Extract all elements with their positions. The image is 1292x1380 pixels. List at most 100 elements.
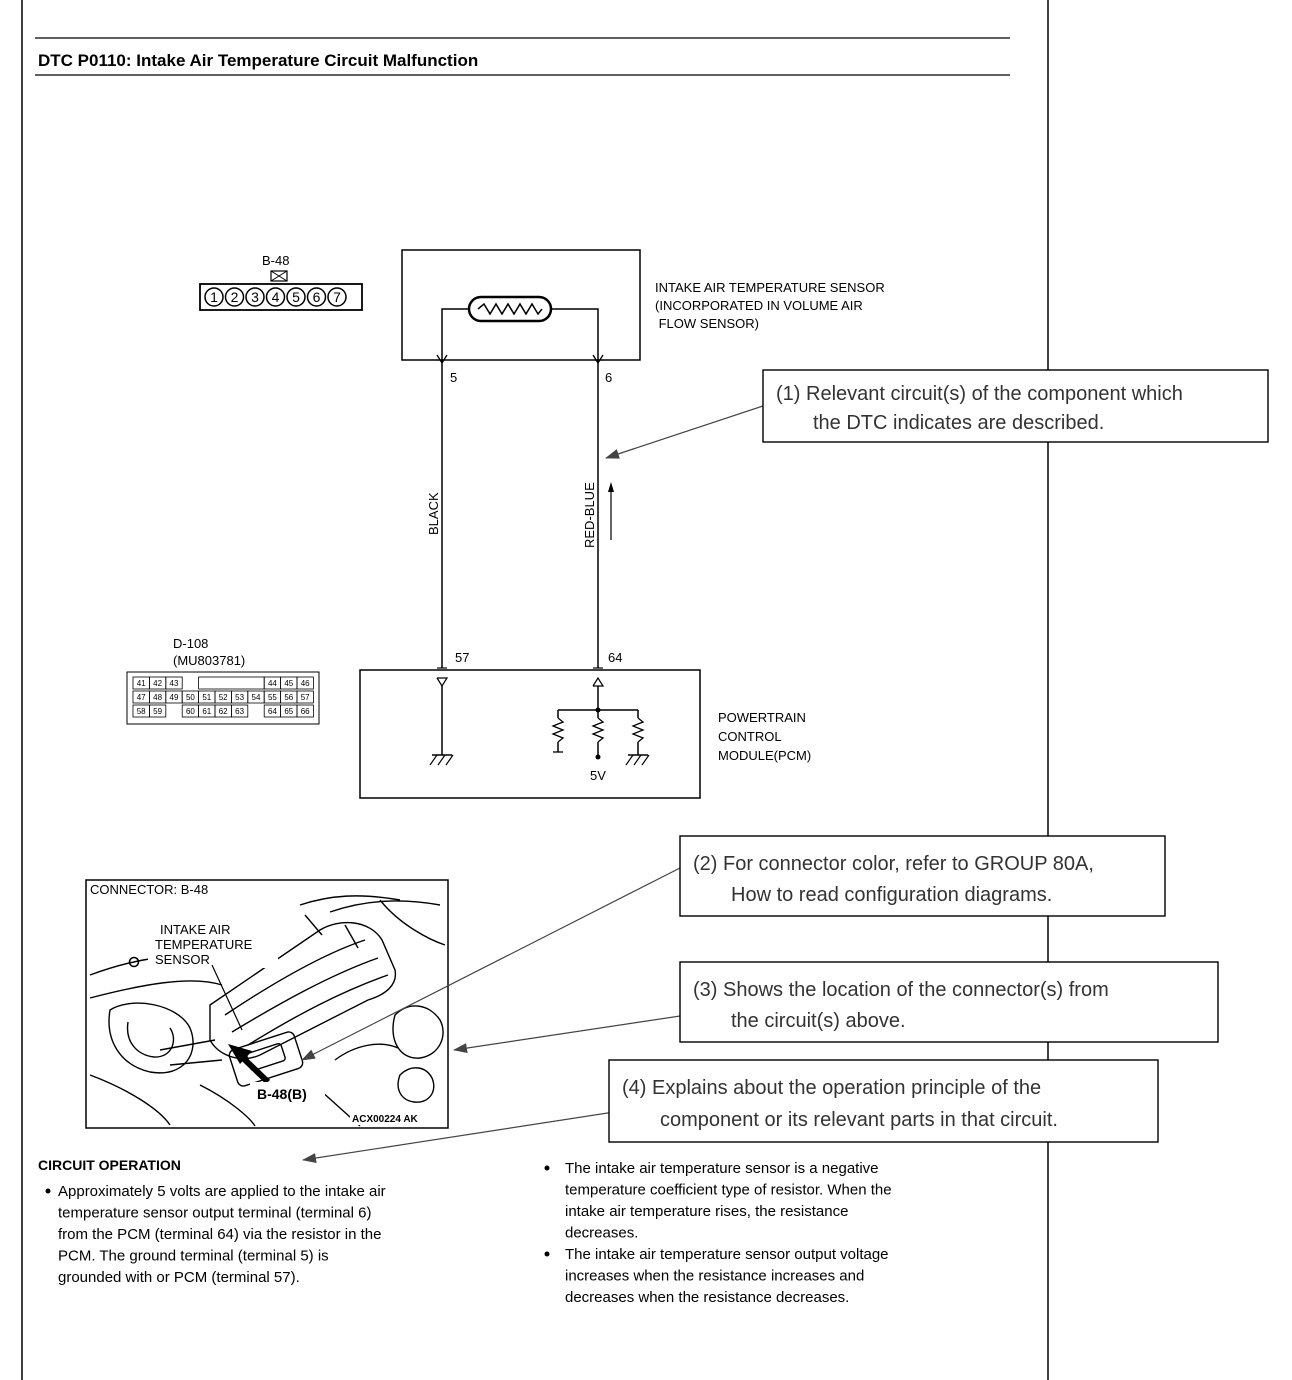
pcm-label-line1: POWERTRAIN bbox=[718, 710, 806, 725]
d108-pin-number: 59 bbox=[153, 707, 162, 716]
b48-pin-number: 4 bbox=[272, 289, 280, 305]
callout-1: (1) Relevant circuit(s) of the component… bbox=[762, 369, 1269, 443]
sensor-label-line1: INTAKE AIR TEMPERATURE SENSOR bbox=[655, 280, 885, 295]
pcm-label-line3: MODULE(PCM) bbox=[718, 748, 811, 763]
d108-pin-number: 55 bbox=[268, 693, 277, 702]
circuit-operation-right-line: The intake air temperature sensor output… bbox=[565, 1246, 889, 1263]
pcm-pin-57: 57 bbox=[455, 650, 469, 665]
callout-3-line1: (3) Shows the location of the connector(… bbox=[693, 979, 1109, 1001]
callout-3-line2: the circuit(s) above. bbox=[731, 1010, 906, 1032]
d108-pin-number: 54 bbox=[252, 693, 261, 702]
b48-pin-number: 7 bbox=[333, 289, 341, 305]
d108-keyway bbox=[198, 676, 265, 690]
callout-2: (2) For connector color, refer to GROUP … bbox=[679, 835, 1166, 917]
supply-node-5v bbox=[595, 754, 601, 760]
circuit-operation-right-line: The intake air temperature sensor is a n… bbox=[565, 1160, 879, 1177]
circuit-operation-left: Approximately 5 volts are applied to the… bbox=[58, 1183, 386, 1286]
d108-pin-cell bbox=[296, 704, 314, 718]
d108-pin-number: 63 bbox=[235, 707, 244, 716]
d108-pin-cell bbox=[230, 704, 249, 718]
d108-pin-number: 50 bbox=[186, 693, 195, 702]
d108-pin-number: 42 bbox=[153, 679, 162, 688]
pull-resistor-middle bbox=[591, 717, 605, 743]
circuit-operation-heading: CIRCUIT OPERATION bbox=[38, 1157, 181, 1173]
circuit-operation-left-line: PCM. The ground terminal (terminal 5) is bbox=[58, 1248, 329, 1265]
connector-d108-label: D-108 bbox=[173, 636, 208, 651]
b48-pin-number: 6 bbox=[313, 289, 321, 305]
d108-pin-number: 47 bbox=[137, 693, 146, 702]
d108-pin-number: 49 bbox=[170, 693, 179, 702]
d108-pin-cell bbox=[165, 676, 183, 690]
connector-d108-part: (MU803781) bbox=[173, 653, 245, 668]
sensor-pin-5: 5 bbox=[450, 370, 457, 385]
thermistor-zigzag bbox=[477, 302, 543, 316]
d108-pin-number: 66 bbox=[301, 707, 310, 716]
d108-pin-number: 48 bbox=[153, 693, 162, 702]
circuit-operation-right-line: decreases. bbox=[565, 1225, 638, 1242]
sensor-label-line2: (INCORPORATED IN VOLUME AIR bbox=[655, 298, 863, 313]
wire-black-label: BLACK bbox=[426, 492, 441, 535]
callout-4: (4) Explains about the operation princip… bbox=[608, 1059, 1159, 1143]
b48-pin-number: 2 bbox=[231, 289, 239, 305]
callout-2-arrow bbox=[301, 867, 681, 1061]
photo-code: ACX00224 AK bbox=[352, 1114, 419, 1125]
d108-pin-number: 60 bbox=[186, 707, 195, 716]
d108-pin-number: 62 bbox=[219, 707, 228, 716]
b48-pin-number: 5 bbox=[292, 289, 300, 305]
callout-1-box bbox=[762, 369, 1269, 443]
photo-sensor-line2: TEMPERATURE bbox=[155, 937, 253, 952]
circuit-operation-left-line: temperature sensor output terminal (term… bbox=[58, 1205, 371, 1222]
d108-pin-number: 53 bbox=[235, 693, 244, 702]
callout-3-box bbox=[679, 961, 1219, 1043]
connector-d108-frame bbox=[126, 671, 320, 725]
pcm-pin-64: 64 bbox=[608, 650, 622, 665]
circuit-operation-left-line: from the PCM (terminal 64) via the resis… bbox=[58, 1226, 381, 1243]
supply-voltage-label: 5V bbox=[590, 768, 606, 783]
pcm-box bbox=[359, 669, 701, 799]
sensor-pin-5-arrow bbox=[436, 354, 448, 365]
wire-red-blue-label: RED-BLUE bbox=[582, 482, 597, 548]
callout-1-arrow bbox=[605, 405, 764, 459]
circuit-operation-right-line: intake air temperature rises, the resist… bbox=[565, 1203, 848, 1220]
d108-pin-number: 64 bbox=[268, 707, 277, 716]
page-title: DTC P0110: Intake Air Temperature Circui… bbox=[38, 51, 478, 70]
b48-pin-circle bbox=[265, 287, 286, 307]
photo-connector-label: CONNECTOR: B-48 bbox=[90, 882, 208, 897]
b48-pin-circle bbox=[204, 287, 224, 307]
circuit-operation-left-line: Approximately 5 volts are applied to the… bbox=[58, 1183, 386, 1200]
b48-pin-circle bbox=[286, 287, 306, 307]
sensor-pin-6: 6 bbox=[605, 370, 612, 385]
thermistor bbox=[467, 295, 553, 323]
callout-4-box bbox=[608, 1059, 1159, 1143]
sensor-box bbox=[401, 249, 641, 361]
d108-pin-number: 44 bbox=[268, 679, 277, 688]
right-bullet bbox=[544, 1251, 550, 1257]
engine-bay-photo: CONNECTOR: B-48 INTAKE AIR TEMPERATURE S… bbox=[85, 879, 449, 1129]
b48-pin-circle bbox=[224, 287, 245, 307]
d108-pin-number: 61 bbox=[202, 707, 211, 716]
callout-2-line1: (2) For connector color, refer to GROUP … bbox=[693, 853, 1094, 875]
b48-pin-circle bbox=[306, 287, 327, 307]
d108-pin-number: 43 bbox=[170, 679, 179, 688]
photo-arrow-label: B-48(B) bbox=[257, 1086, 307, 1102]
callout-2-line2: How to read configuration diagrams. bbox=[731, 884, 1052, 906]
circuit-operation-right-line: temperature coefficient type of resistor… bbox=[565, 1182, 892, 1199]
b48-pin-number: 1 bbox=[210, 289, 218, 305]
callout-1-line2: the DTC indicates are described. bbox=[813, 412, 1104, 434]
pull-resistor-left bbox=[551, 717, 565, 743]
callout-4-arrow bbox=[302, 1107, 641, 1163]
connector-b48-label: B-48 bbox=[262, 253, 289, 268]
callout-4-line2: component or its relevant parts in that … bbox=[660, 1109, 1058, 1131]
d108-pin-number: 45 bbox=[284, 679, 293, 688]
d108-pin-number: 65 bbox=[284, 707, 293, 716]
callout-3-arrow bbox=[453, 1015, 681, 1054]
callout-2-box bbox=[679, 835, 1166, 917]
intake-air-temp-sensor: 5 6 INTAKE AIR TEMPERATURE SENSOR (INCOR… bbox=[401, 249, 885, 385]
sensor-pin-6-arrow bbox=[592, 354, 604, 365]
callout-1-line1: (1) Relevant circuit(s) of the component… bbox=[776, 383, 1183, 405]
